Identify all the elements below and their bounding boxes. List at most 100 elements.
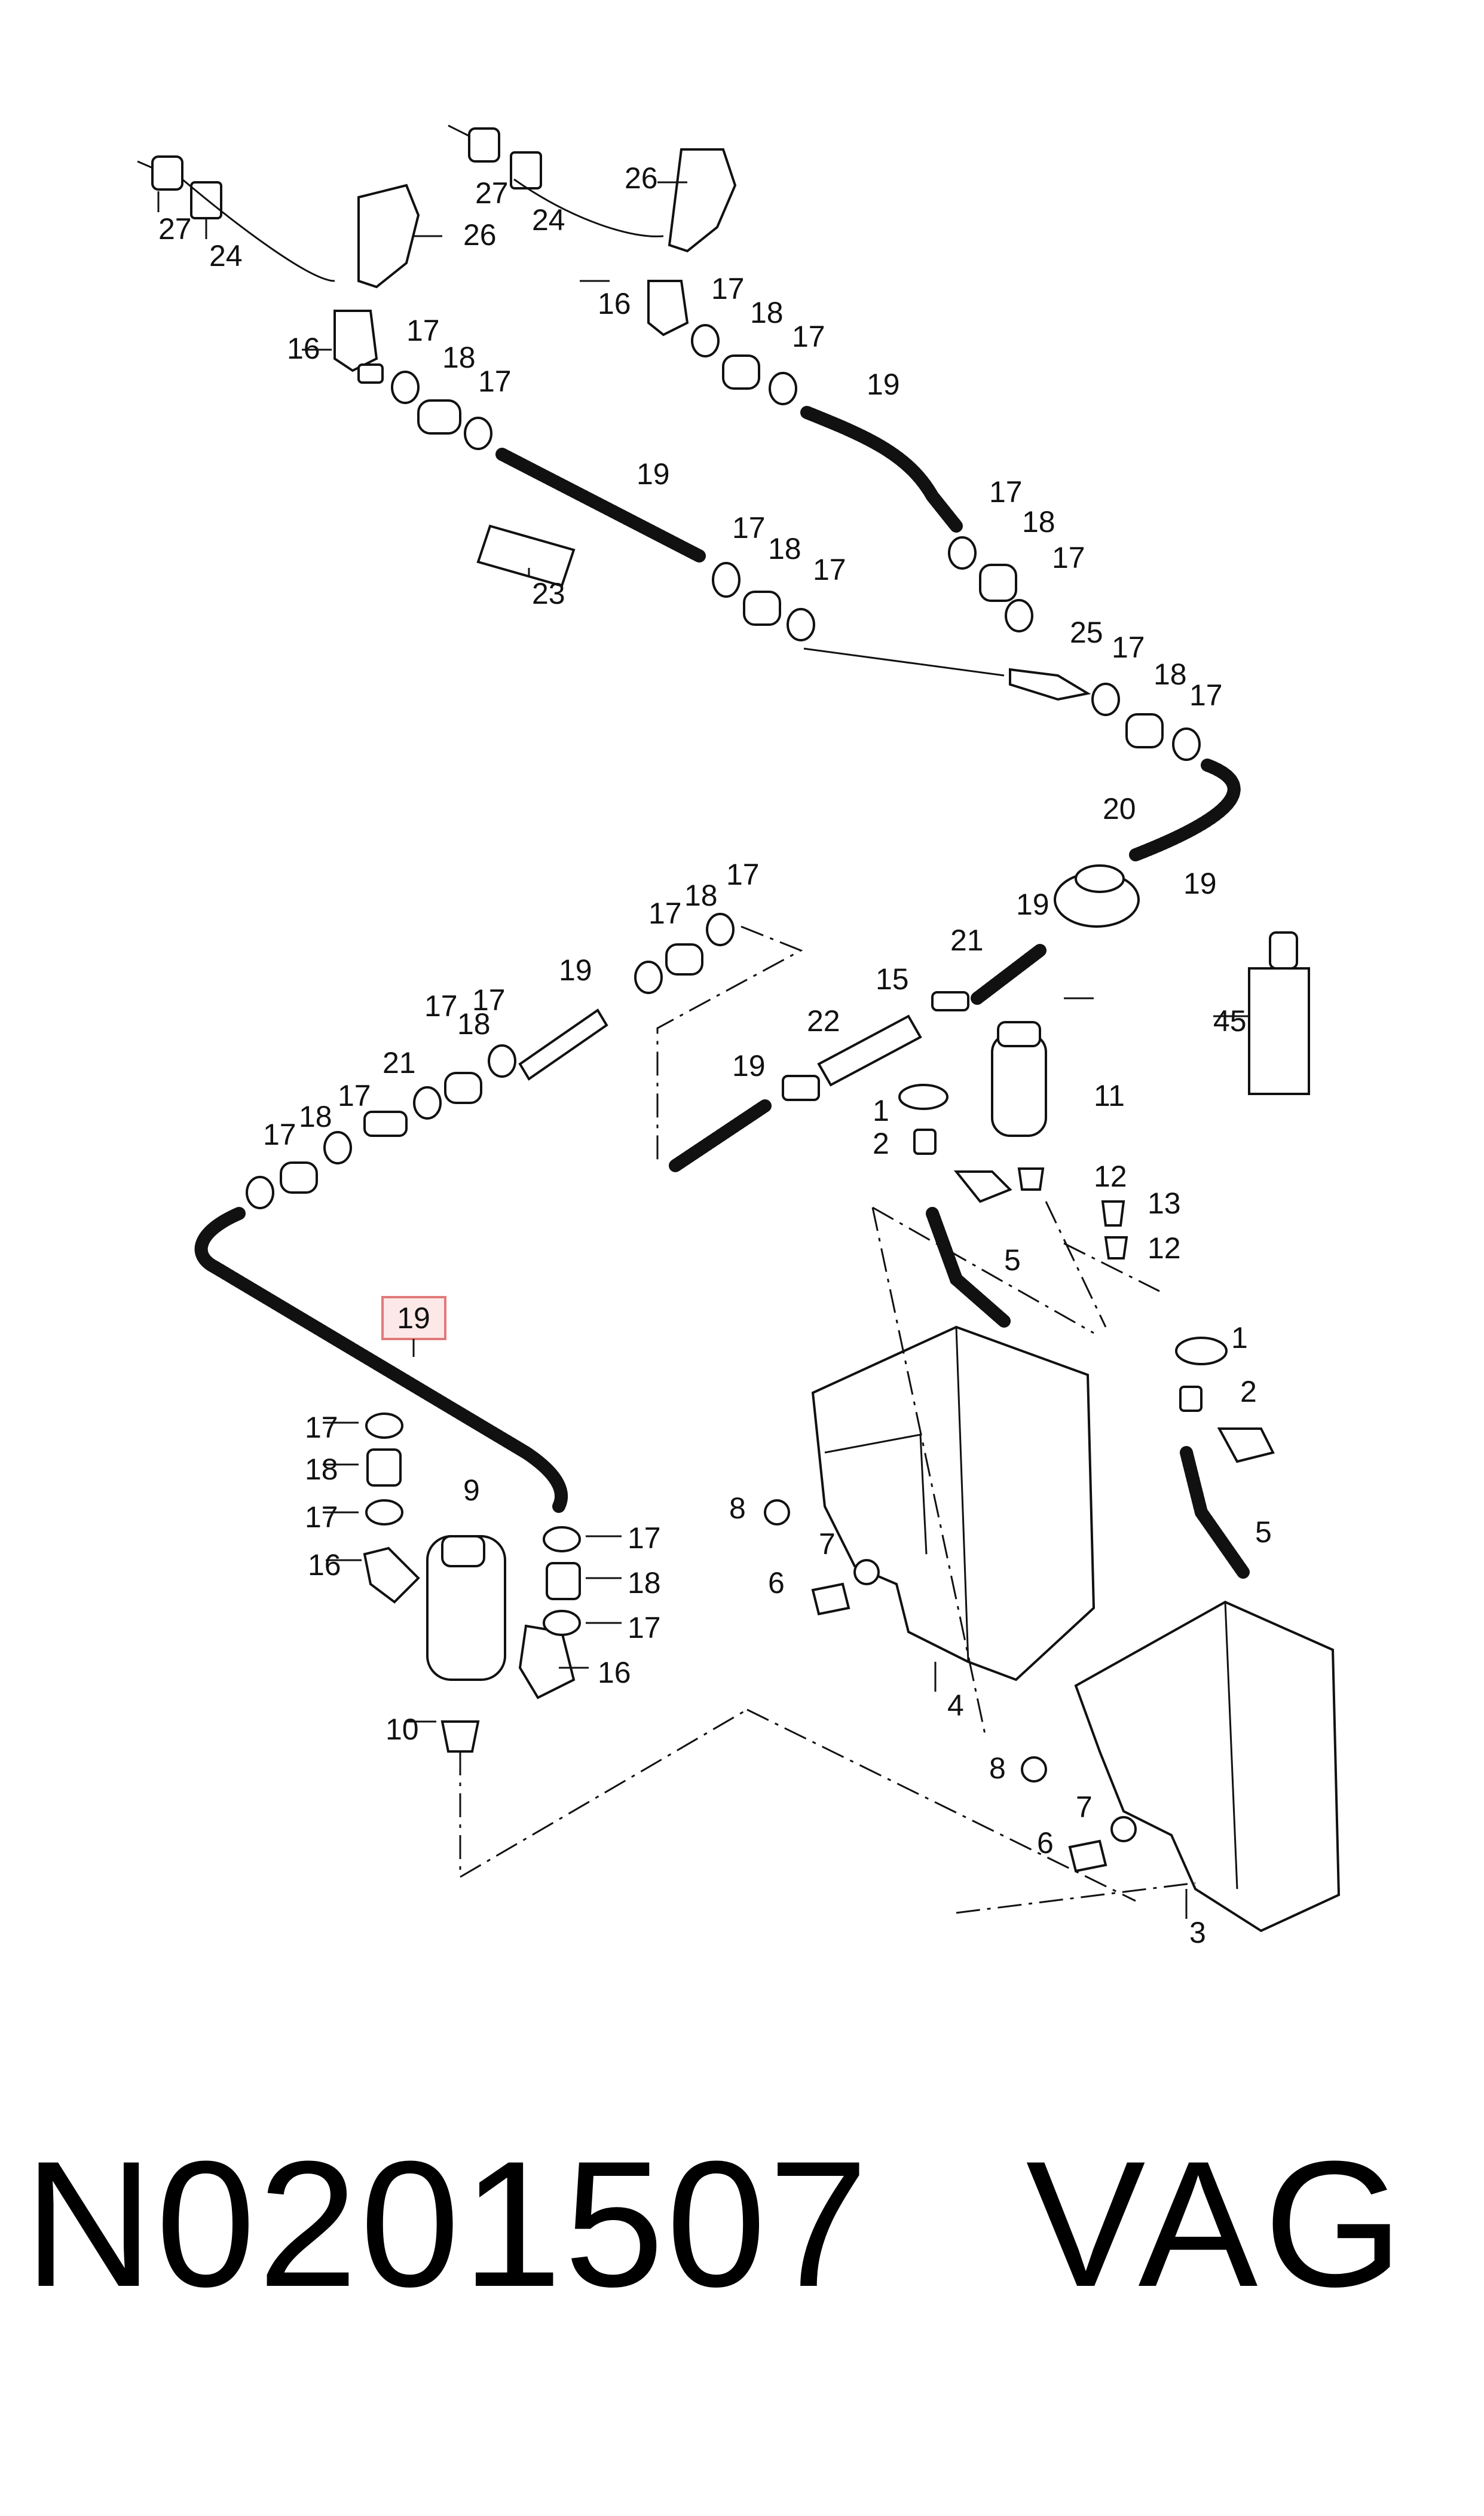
valve-16-left xyxy=(333,310,378,372)
part-label-3: 3 xyxy=(1189,1916,1206,1949)
part-label-27: 27 xyxy=(475,176,509,210)
left-hose-chain: 19 xyxy=(194,913,735,1513)
part-label-24: 24 xyxy=(209,239,243,273)
part-label-18: 18 xyxy=(299,1100,332,1133)
part-label-18: 18 xyxy=(768,532,801,565)
nozzle-assembly-left xyxy=(137,155,815,641)
part-label-2: 2 xyxy=(873,1127,889,1160)
valve-16-right xyxy=(647,280,689,337)
part-label-19: 19 xyxy=(559,953,592,987)
part-label-15: 15 xyxy=(876,962,909,996)
part-label-1: 1 xyxy=(873,1094,889,1127)
part-label-7: 7 xyxy=(1076,1790,1093,1824)
part-label-8: 8 xyxy=(729,1491,746,1525)
part-label-9: 9 xyxy=(463,1473,480,1507)
part-label-1: 1 xyxy=(1231,1321,1248,1355)
connector-24-right xyxy=(510,151,542,189)
part-label-17: 17 xyxy=(1189,678,1223,712)
part-number: N0201507 xyxy=(24,2123,871,2324)
part-label-19: 19 xyxy=(637,457,670,491)
part-label-11: 11 xyxy=(1094,1079,1125,1112)
assembly-lines xyxy=(459,925,1196,1914)
pump-11 xyxy=(991,1021,1047,1137)
part-label-17: 17 xyxy=(648,897,682,930)
part-label-17: 17 xyxy=(406,314,440,347)
part-label-24: 24 xyxy=(532,203,565,237)
part-label-27: 27 xyxy=(158,212,192,246)
part-label-12: 12 xyxy=(1148,1231,1181,1265)
part-label-17: 17 xyxy=(478,365,512,398)
part-label-17: 17 xyxy=(726,858,760,891)
part-label-18: 18 xyxy=(750,296,784,329)
part-label-10: 10 xyxy=(385,1713,419,1746)
part-label-45: 45 xyxy=(1213,1004,1247,1038)
part-label-17: 17 xyxy=(711,272,745,305)
nozzle-assembly-right xyxy=(448,124,1033,632)
brand-name: VAG xyxy=(1026,2123,1409,2324)
part-label-6: 6 xyxy=(1037,1826,1054,1860)
y-connector-25 xyxy=(803,647,1241,861)
part-label-23: 23 xyxy=(532,577,565,610)
reservoir-3 xyxy=(1074,1446,1341,1933)
grommet-20 xyxy=(1054,864,1140,928)
leader-lines xyxy=(157,181,1249,1919)
part-label-19: 19 xyxy=(867,368,900,401)
part-label-4: 4 xyxy=(947,1689,964,1722)
part-label-21: 21 xyxy=(950,924,984,957)
part-label-2: 2 xyxy=(1240,1375,1257,1408)
part-label-26: 26 xyxy=(463,218,497,252)
part-label-17: 17 xyxy=(792,320,825,353)
connector-27-right xyxy=(468,127,500,163)
part-label-26: 26 xyxy=(625,161,658,195)
part-label-18: 18 xyxy=(684,879,718,912)
nozzle-26-right xyxy=(668,148,737,253)
reservoir-4 xyxy=(811,1207,1096,1682)
part-label-19: 19 xyxy=(1016,888,1049,921)
part-label-19: 19 xyxy=(1183,867,1217,900)
part-label-25: 25 xyxy=(1070,616,1103,649)
part-label-5: 5 xyxy=(1255,1515,1272,1549)
part-label-17: 17 xyxy=(263,1118,296,1151)
part-label-16: 16 xyxy=(598,287,631,320)
part-label-17: 17 xyxy=(813,553,846,586)
part-label-6: 6 xyxy=(768,1566,785,1600)
part-label-7: 7 xyxy=(819,1527,836,1561)
part-label-17: 17 xyxy=(338,1079,371,1112)
pad-23 xyxy=(476,524,576,588)
highlighted-label-19: 19 xyxy=(397,1301,430,1335)
part-label-20: 20 xyxy=(1103,792,1136,826)
part-label-17: 17 xyxy=(1052,541,1085,574)
part-label-18: 18 xyxy=(1022,505,1055,539)
part-label-16: 16 xyxy=(308,1548,341,1582)
middle-hose-line xyxy=(669,944,1047,1172)
parts-diagram: 19 xyxy=(137,124,1341,1949)
part-label-17: 17 xyxy=(305,1500,338,1534)
hose-15 xyxy=(817,1014,922,1087)
part-label-18: 18 xyxy=(457,1007,491,1041)
part-label-5: 5 xyxy=(1004,1243,1021,1277)
grommet-10 xyxy=(440,1720,480,1753)
part-label-17: 17 xyxy=(424,989,458,1023)
part-label-12: 12 xyxy=(1094,1160,1127,1193)
part-label-17: 17 xyxy=(732,511,766,545)
part-label-18: 18 xyxy=(628,1566,661,1600)
part-label-17: 17 xyxy=(1112,631,1145,664)
part-label-17: 17 xyxy=(305,1411,338,1444)
part-label-19: 19 xyxy=(732,1049,766,1083)
part-label-16: 16 xyxy=(598,1656,631,1689)
part-label-18: 18 xyxy=(305,1453,338,1486)
part-label-17: 17 xyxy=(628,1521,661,1555)
small-parts xyxy=(764,1084,1275,1873)
part-label-17: 17 xyxy=(628,1611,661,1644)
part-label-17: 17 xyxy=(989,475,1023,509)
nozzle-26-left xyxy=(357,184,420,289)
pump-9-group xyxy=(363,1413,581,1753)
part-label-22: 22 xyxy=(807,1004,840,1038)
part-label-18: 18 xyxy=(1153,658,1187,691)
part-label-18: 18 xyxy=(442,341,476,374)
bottle-45 xyxy=(1248,931,1310,1095)
connector-27-left xyxy=(151,155,183,191)
footer: N0201507 VAG xyxy=(24,2128,1458,2319)
part-label-8: 8 xyxy=(989,1751,1006,1785)
